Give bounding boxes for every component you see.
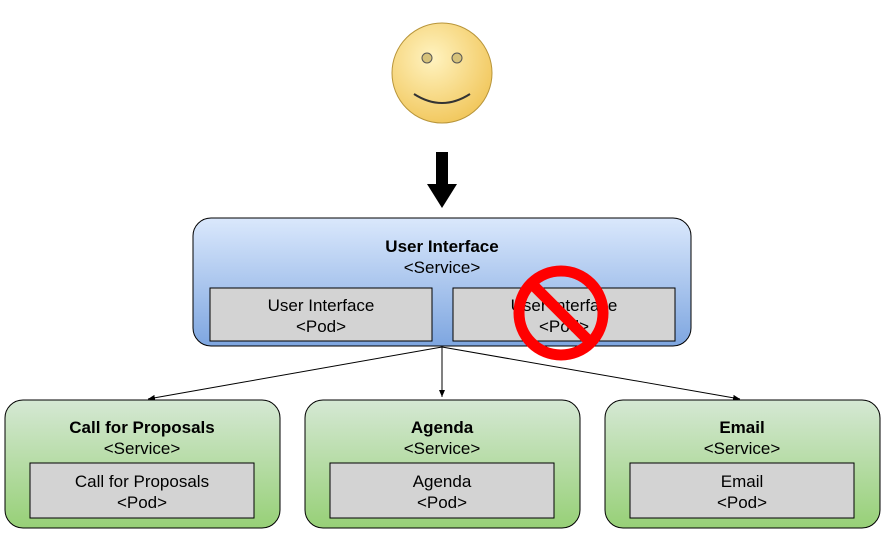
smiley-face-icon — [391, 22, 493, 124]
cfp-service-title: Call for Proposals — [69, 418, 214, 437]
ui-service-title: User Interface — [385, 237, 498, 256]
ui-pod-1-name: User Interface — [268, 296, 375, 315]
agenda-pod-type: <Pod> — [417, 493, 467, 512]
cfp-service-type: <Service> — [104, 439, 181, 458]
cfp-pod-name: Call for Proposals — [75, 472, 209, 491]
arrow-to-email — [441, 346, 741, 401]
agenda-service[interactable]: Agenda <Service> Agenda <Pod> — [304, 399, 581, 529]
cfp-pod-type: <Pod> — [117, 493, 167, 512]
agenda-service-title: Agenda — [411, 418, 474, 437]
email-pod[interactable]: Email <Pod> — [629, 462, 855, 519]
agenda-service-type: <Service> — [404, 439, 481, 458]
call-for-proposals-service[interactable]: Call for Proposals <Service> Call for Pr… — [4, 399, 281, 529]
email-pod-type: <Pod> — [717, 493, 767, 512]
down-arrow-icon — [427, 152, 457, 208]
ui-pod-2-name: User Interface — [511, 296, 618, 315]
cfp-pod[interactable]: Call for Proposals <Pod> — [29, 462, 255, 519]
user-interface-service[interactable]: User Interface <Service> User Interface … — [192, 217, 692, 361]
arrow-to-call-for-proposals — [147, 346, 443, 401]
ui-service-type: <Service> — [404, 258, 481, 277]
agenda-pod-name: Agenda — [413, 472, 472, 491]
email-pod-name: Email — [721, 472, 764, 491]
email-service-type: <Service> — [704, 439, 781, 458]
prohibited-icon — [513, 265, 609, 361]
email-service-title: Email — [719, 418, 764, 437]
ui-pod-1-type: <Pod> — [296, 317, 346, 336]
connector-arrows — [147, 346, 741, 401]
ui-pod-1[interactable]: User Interface <Pod> — [209, 287, 433, 342]
email-service[interactable]: Email <Service> Email <Pod> — [604, 399, 881, 529]
agenda-pod[interactable]: Agenda <Pod> — [329, 462, 555, 519]
